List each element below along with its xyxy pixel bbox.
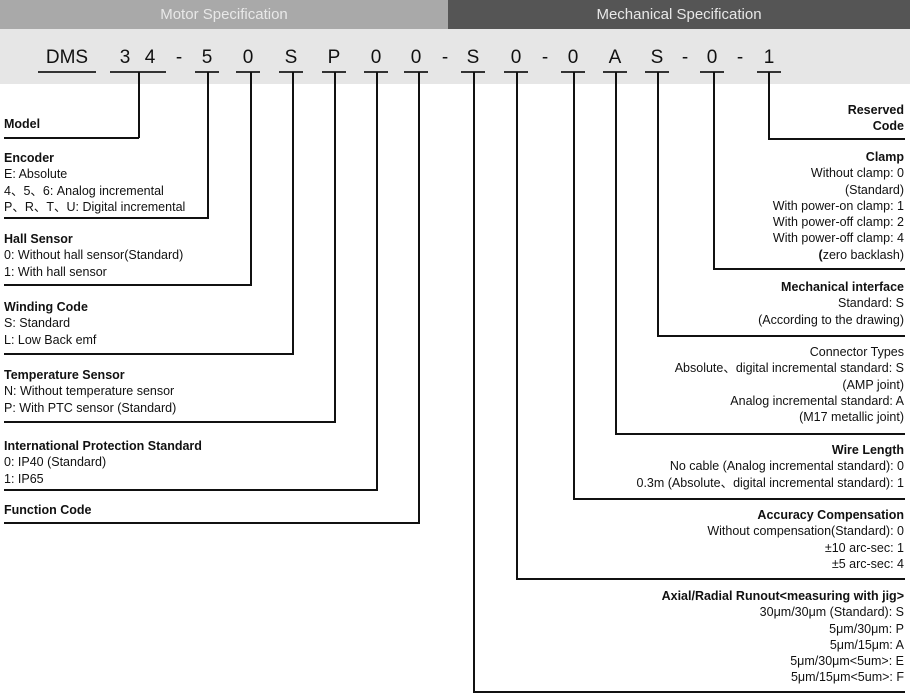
connector-line <box>516 72 518 579</box>
code-char: 3 <box>119 47 131 68</box>
connector-types-label: Connector Types Absolute、digital increme… <box>674 345 904 425</box>
connector-line <box>138 72 140 138</box>
underline <box>461 71 485 73</box>
connector-line <box>615 72 617 434</box>
underline <box>700 71 724 73</box>
connector-line <box>4 522 420 524</box>
connector-line <box>4 137 139 139</box>
connector-line <box>615 433 905 435</box>
underline <box>404 71 428 73</box>
connector-line <box>334 72 336 422</box>
connector-line <box>418 72 420 523</box>
code-char: 5 <box>201 47 213 68</box>
code-char: 0 <box>410 47 422 68</box>
code-dash: - <box>541 47 549 68</box>
connector-line <box>207 72 209 218</box>
code-dash: - <box>441 47 449 68</box>
code-char: 0 <box>567 47 579 68</box>
connector-line <box>4 353 294 355</box>
connector-line <box>4 217 209 219</box>
underline <box>364 71 388 73</box>
ip-standard-label: International Protection Standard 0: IP4… <box>4 439 202 486</box>
connector-line <box>713 72 715 269</box>
wire-length-label: Wire Length No cable (Analog incremental… <box>636 443 905 490</box>
clamp-label: Clamp Without clamp: 0 (Standard) With p… <box>772 150 904 262</box>
underline <box>195 71 219 73</box>
model-label: Model <box>4 117 41 131</box>
code-char: 0 <box>370 47 382 68</box>
winding-code-label: Winding Code S: Standard L: Low Back emf <box>4 300 97 347</box>
underline <box>322 71 346 73</box>
code-char: 1 <box>763 47 775 68</box>
connector-line <box>473 72 475 692</box>
connector-line <box>4 489 378 491</box>
underline <box>279 71 303 73</box>
underline <box>757 71 781 73</box>
connector-line <box>768 72 770 139</box>
connector-line <box>4 421 336 423</box>
underline <box>38 71 96 73</box>
mechanical-spec-header: Mechanical Specification <box>448 0 910 29</box>
code-prefix: DMS <box>45 47 89 68</box>
code-char: 0 <box>242 47 254 68</box>
code-char: 0 <box>510 47 522 68</box>
code-char: A <box>608 47 622 68</box>
connector-line <box>376 72 378 490</box>
code-char: P <box>327 47 341 68</box>
reserved-code-label: Reserved Code <box>847 103 904 134</box>
connector-line <box>4 284 252 286</box>
connector-line <box>292 72 294 354</box>
mechanical-interface-label: Mechanical interface Standard: S (Accord… <box>758 280 904 327</box>
connector-line <box>473 691 905 693</box>
underline <box>110 71 166 73</box>
underline <box>504 71 528 73</box>
runout-label: Axial/Radial Runout<measuring with jig> … <box>661 589 904 685</box>
code-char: S <box>466 47 480 68</box>
function-code-label: Function Code <box>4 503 92 517</box>
code-char: S <box>650 47 664 68</box>
temperature-sensor-label: Temperature Sensor N: Without temperatur… <box>4 368 177 415</box>
code-dash: - <box>736 47 744 68</box>
connector-line <box>657 72 659 336</box>
hall-sensor-label: Hall Sensor 0: Without hall sensor(Stand… <box>4 232 184 279</box>
underline <box>603 71 627 73</box>
encoder-label: Encoder E: Absolute 4、5、6: Analog increm… <box>4 151 186 214</box>
connector-line <box>573 498 905 500</box>
accuracy-compensation-label: Accuracy Compensation Without compensati… <box>707 508 904 571</box>
connector-line <box>516 578 905 580</box>
code-dash: - <box>681 47 689 68</box>
code-char: 4 <box>144 47 156 68</box>
code-band <box>0 29 910 84</box>
connector-line <box>657 335 905 337</box>
connector-line <box>768 138 905 140</box>
code-char: S <box>284 47 298 68</box>
underline <box>236 71 260 73</box>
connector-line <box>250 72 252 285</box>
code-char: 0 <box>706 47 718 68</box>
underline <box>645 71 669 73</box>
connector-line <box>713 268 905 270</box>
motor-spec-header: Motor Specification <box>0 0 448 29</box>
underline <box>561 71 585 73</box>
code-dash: - <box>175 47 183 68</box>
connector-line <box>573 72 575 499</box>
